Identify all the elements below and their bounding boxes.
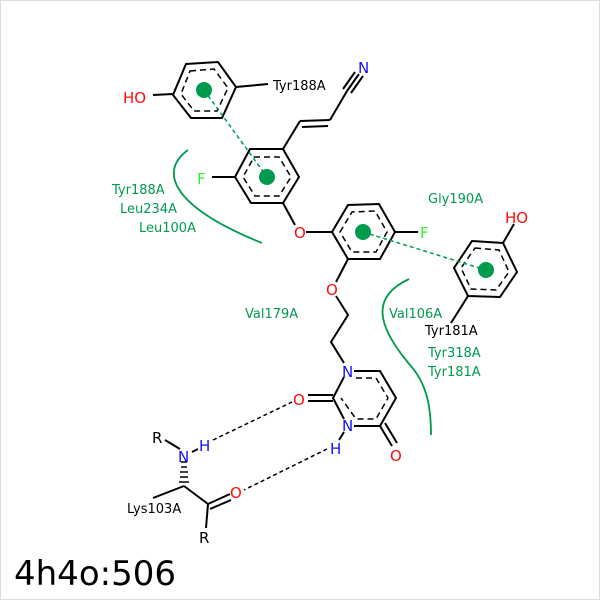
lys-r-top: R	[152, 429, 162, 447]
hydrophobic-label: Val106A	[389, 307, 442, 322]
hydroxyl-label: HO	[123, 89, 146, 107]
tyr181-hydroxyl: HO	[505, 209, 528, 227]
residue-tyr181a: Tyr181A	[424, 324, 478, 339]
hydrophobic-label: Tyr181A	[427, 365, 481, 380]
hydrophobic-label: Gly190A	[428, 192, 483, 207]
tyr188-ring	[152, 60, 269, 119]
hbond-1	[212, 401, 293, 441]
hydrophobic-arc-left	[173, 149, 263, 244]
lys-r-bottom: R	[199, 529, 209, 547]
hydrophobic-label: Tyr188A	[111, 183, 165, 198]
tyr181-ring	[450, 223, 519, 324]
uracil-h: H	[330, 440, 341, 458]
lys-nitrogen: N	[178, 448, 189, 466]
uracil-n3: N	[342, 417, 353, 435]
hydrophobic-label: Leu100A	[139, 221, 196, 236]
fluorophenyl-ring	[212, 71, 364, 233]
ring-centroid	[355, 224, 371, 240]
lys-h: H	[199, 437, 210, 455]
uracil-o4: O	[390, 447, 402, 465]
ring-centroid	[196, 82, 212, 98]
fluorine-2: F	[420, 224, 429, 242]
lys-carbonyl-oxygen: O	[230, 484, 242, 502]
hydrophobic-label: Val179A	[245, 307, 298, 322]
pi-stack-line-2	[362, 231, 487, 271]
hydrophobic-label: Tyr318A	[427, 346, 481, 361]
residue-tyr188a: Tyr188A	[272, 79, 326, 94]
difluorophenyl-ring	[329, 202, 418, 364]
nitrile-nitrogen: N	[358, 59, 369, 77]
ring-centroid	[478, 262, 494, 278]
uracil-ring	[308, 370, 398, 447]
residue-lys103a: Lys103A	[127, 502, 181, 517]
hbond-2	[243, 448, 328, 491]
uracil-n1: N	[342, 363, 353, 381]
fluorine-1: F	[197, 170, 206, 188]
pi-stack-line-1	[203, 89, 268, 178]
hydrophobic-label: Leu234A	[120, 202, 177, 217]
diagram-title: 4h4o:506	[14, 554, 176, 594]
lys103-backbone	[152, 439, 232, 529]
ring-centroid	[259, 169, 275, 185]
uracil-o2: O	[293, 391, 305, 409]
hydrophobic-arc-right	[381, 278, 432, 436]
chain-oxygen: O	[326, 281, 338, 299]
ether-oxygen: O	[294, 224, 306, 242]
